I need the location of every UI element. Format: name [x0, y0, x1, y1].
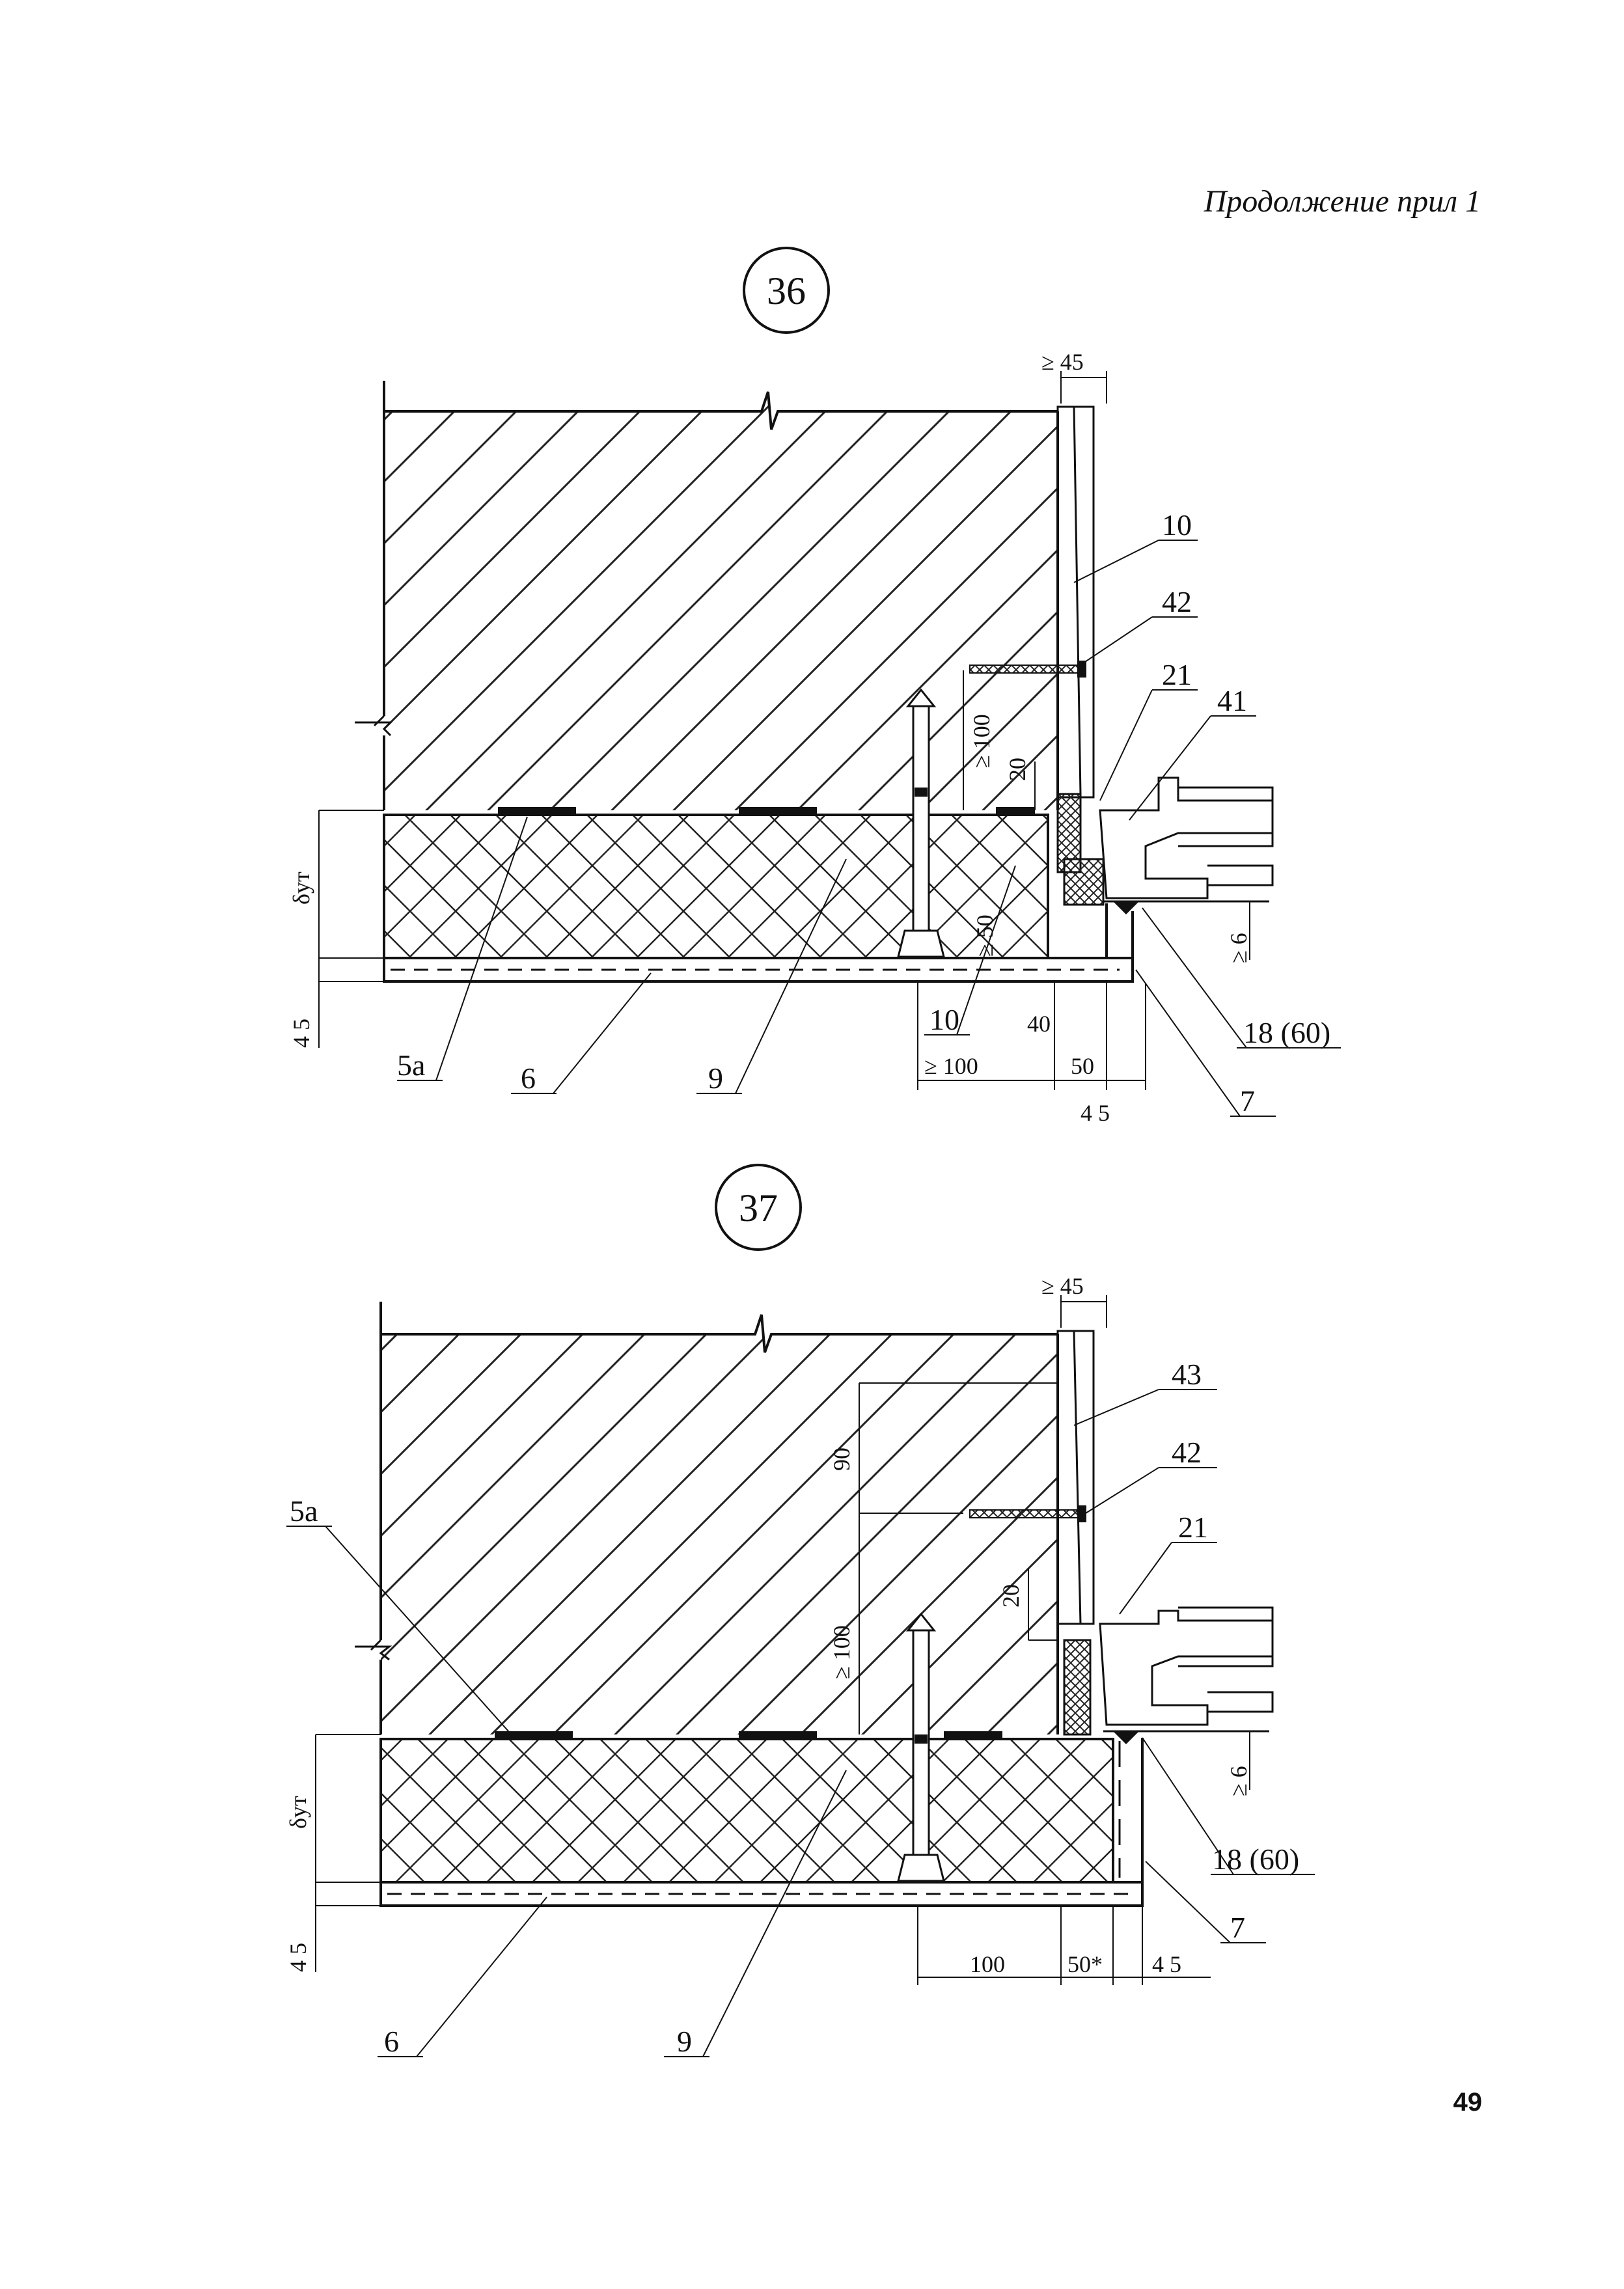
dim-insulation-thickness: δут	[288, 871, 314, 905]
dimensions-37: ≥ 45 90 ≥ 100 20 δут 4 5 ≥ 6	[285, 1273, 1252, 1985]
dim-left-45: 4 5	[285, 1943, 311, 1972]
dim-bottom-50: 50*	[1067, 1951, 1103, 1977]
callouts-36: 10 42 21 41 10 18 (60) 7	[397, 508, 1341, 1117]
dim-top-gap: ≥ 45	[1041, 349, 1084, 375]
callout-36-10a: 10	[1162, 508, 1192, 541]
page-number: 49	[1453, 2088, 1483, 2117]
callout-36-41: 41	[1217, 684, 1247, 717]
dim-left-45: 4 5	[288, 1019, 314, 1048]
dim-bottom-50: 50	[1071, 1053, 1094, 1079]
fixing-screw	[969, 661, 1086, 678]
dim-vertical-20: 20	[998, 1584, 1024, 1608]
callout-37-6: 6	[384, 2025, 399, 2058]
detail-37-marker	[715, 1164, 802, 1251]
callout-37-21: 21	[1178, 1511, 1208, 1544]
callout-36-42: 42	[1162, 585, 1192, 618]
dim-vertical-100: ≥ 100	[969, 714, 995, 768]
callout-37-7: 7	[1230, 1911, 1245, 1944]
dim-vertical-20: 20	[1004, 758, 1030, 781]
anchor-dowel	[897, 1612, 945, 1882]
fixing-screw	[969, 1505, 1086, 1522]
dim-vertical-50: ≥ 50	[972, 914, 998, 957]
insulation-layer	[383, 807, 1049, 959]
dim-vertical-90: 90	[829, 1447, 855, 1471]
render-layer	[379, 1738, 1144, 1907]
callout-37-18: 18 (60)	[1212, 1843, 1299, 1876]
dim-bottom-40: 40	[1027, 1011, 1051, 1037]
dim-vertical-100: ≥ 100	[829, 1625, 855, 1679]
wall-section	[355, 381, 1059, 810]
callout-37-42: 42	[1172, 1436, 1202, 1469]
callout-36-21: 21	[1162, 658, 1192, 691]
callout-36-9: 9	[708, 1062, 723, 1095]
dim-ge6: ≥ 6	[1226, 1766, 1252, 1796]
detail-37-number: 37	[739, 1186, 778, 1229]
callout-36-10b: 10	[929, 1003, 959, 1036]
detail-36-number: 36	[767, 269, 806, 312]
insulation-layer	[379, 1731, 1114, 1884]
callout-36-5a: 5а	[397, 1049, 425, 1082]
callout-37-43: 43	[1172, 1358, 1202, 1391]
dim-top-gap: ≥ 45	[1041, 1273, 1084, 1299]
callout-36-18: 18 (60)	[1243, 1016, 1330, 1049]
callout-37-5a: 5а	[290, 1494, 318, 1528]
render-layer	[383, 903, 1134, 983]
detail-36-marker	[743, 247, 830, 334]
callout-37-9: 9	[677, 2025, 692, 2058]
dim-bottom-45: 4 5	[1152, 1951, 1181, 1977]
detail-37: 37	[285, 1164, 1315, 2058]
dim-bottom-100: 100	[970, 1951, 1005, 1977]
wall-section	[355, 1302, 1059, 1734]
dim-bottom-100: ≥ 100	[924, 1053, 978, 1079]
dim-ge6: ≥ 6	[1226, 933, 1252, 963]
callout-36-6: 6	[521, 1062, 536, 1095]
anchor-dowel	[897, 688, 945, 958]
window-frame	[1056, 405, 1274, 914]
page-header: Продолжение прил 1	[1204, 184, 1481, 219]
window-frame	[1056, 1330, 1274, 1744]
dim-insulation-thickness: δут	[285, 1796, 311, 1829]
dimensions-36: ≥ 45 ≥ 100 20 ≥ 50 δут 4 5 ≥ 6 ≥	[288, 349, 1252, 1126]
dim-bottom-45: 4 5	[1080, 1100, 1110, 1126]
callouts-37: 43 42 21 5а 18 (60) 7 6	[286, 1358, 1315, 2058]
detail-36: 36	[288, 247, 1341, 1126]
callout-36-7: 7	[1240, 1084, 1255, 1117]
